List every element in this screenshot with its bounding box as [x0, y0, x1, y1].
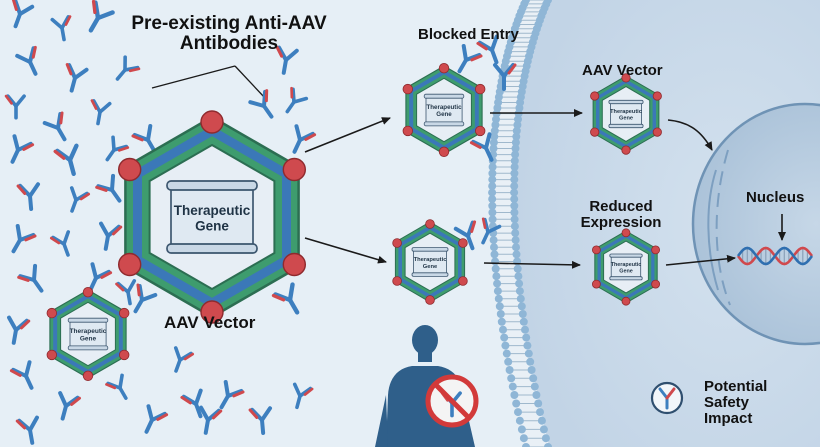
arrow-to-blocked — [304, 117, 391, 153]
gene-label-line1: Therapeutic — [414, 257, 448, 263]
safety-line1: Potential — [704, 378, 768, 395]
antibody-icon — [9, 360, 34, 390]
antibody-icon — [69, 186, 91, 213]
antibody-icon — [144, 404, 169, 434]
antibody-icon — [105, 135, 130, 162]
arrow-reduced-to-vector — [483, 260, 581, 269]
gene-label-line1: Therapeutic — [426, 104, 462, 111]
reduced-line2: Expression — [580, 213, 662, 231]
antibodies-title-line2: Antibodies — [179, 32, 279, 54]
nucleus-label: Nucleus — [746, 189, 805, 206]
antibody-icon — [115, 279, 137, 306]
antibody-icon — [476, 34, 499, 65]
antibody-icon — [115, 55, 141, 81]
antibody-icon — [219, 379, 245, 410]
antibody-icon — [53, 143, 79, 177]
antibody-icon — [469, 132, 494, 162]
antibody-icon — [271, 282, 300, 315]
arrow-vector-to-nucleus — [667, 119, 713, 151]
antibody-icon — [49, 230, 71, 257]
antibody-icon — [292, 382, 314, 410]
arrow-to-reduced — [304, 237, 387, 264]
antibody-icon — [11, 0, 35, 29]
gene-label-line2: Gene — [436, 111, 452, 118]
antibody-icon — [90, 99, 112, 126]
antibody-icon — [88, 0, 115, 33]
antibody-icon — [17, 263, 44, 293]
antibody-icon — [248, 89, 274, 119]
antibody-icon — [99, 221, 123, 251]
blocked-entry-label: Blocked Entry — [418, 26, 519, 43]
antibodies-title-line1: Pre-existing Anti-AAV — [131, 13, 327, 34]
antibody-icon — [42, 111, 67, 142]
aav-vector-main-label: AAV Vector — [164, 313, 256, 332]
gene-label-line1: Therapeutic — [611, 262, 642, 268]
antibody-icon — [50, 15, 72, 42]
antibody-icon — [453, 220, 477, 251]
antibody-icon — [15, 45, 38, 76]
antibody-icon — [481, 217, 502, 245]
antibody-icon — [105, 373, 128, 400]
antibody-icon — [88, 262, 113, 292]
antibody-icon — [10, 134, 35, 164]
antibody-icon — [11, 223, 37, 254]
gene-label-line2: Gene — [195, 219, 229, 234]
antibody-icon — [199, 405, 223, 435]
gene-label-line2: Gene — [80, 336, 97, 343]
antibody-icon — [4, 94, 26, 120]
antibody-icon — [65, 63, 89, 93]
reduced-expression-label: Reduced Expression — [562, 199, 680, 231]
antibodies-title: Pre-existing Anti-AAV Antibodies — [120, 14, 338, 54]
prohibited-icon — [425, 374, 479, 428]
callout-line-right — [234, 65, 266, 99]
callout-line-left — [151, 65, 236, 89]
gene-label-line2: Gene — [619, 116, 633, 122]
aav-vector-inside-label: AAV Vector — [582, 62, 663, 79]
gene-label-line2: Gene — [423, 264, 438, 270]
antibody-icon — [292, 124, 317, 154]
cell-membrane — [488, 0, 552, 447]
antibody-icon — [248, 406, 273, 435]
antibody-icon — [493, 63, 517, 91]
nucleus — [691, 102, 820, 346]
antibody-icon — [7, 315, 31, 345]
arrow-vector-to-dna — [665, 254, 736, 266]
reduced-line1: Reduced — [589, 198, 653, 215]
gene-label-line1: Therapeutic — [610, 109, 642, 115]
safety-line3: Impact — [704, 409, 753, 427]
dna-helix-icon — [736, 246, 814, 266]
safety-impact-label: Potential Safety Impact — [704, 379, 767, 426]
antibody-icon — [173, 346, 195, 373]
antibody-icon — [15, 415, 39, 445]
cell-interior — [514, 0, 820, 447]
antibody-icon — [180, 388, 203, 419]
antibody-cloud — [4, 0, 517, 445]
aav-capsids: TherapeuticGeneTherapeuticGeneTherapeuti… — [46, 62, 662, 382]
antibody-icon — [275, 45, 299, 75]
safety-line2: Safety — [704, 393, 750, 411]
antibody-icon — [457, 43, 483, 74]
gene-label-line1: Therapeutic — [174, 203, 251, 218]
gene-label-line2: Gene — [619, 268, 632, 274]
pathway-arrows — [151, 65, 786, 269]
gene-label-line1: Therapeutic — [70, 328, 107, 335]
antibody-icon — [16, 182, 41, 211]
antibody-icon — [58, 391, 81, 421]
antibody-icon — [95, 173, 122, 203]
antibody-icon — [133, 283, 158, 314]
safety-antibody-icon — [650, 381, 684, 415]
antibody-icon — [285, 86, 309, 114]
